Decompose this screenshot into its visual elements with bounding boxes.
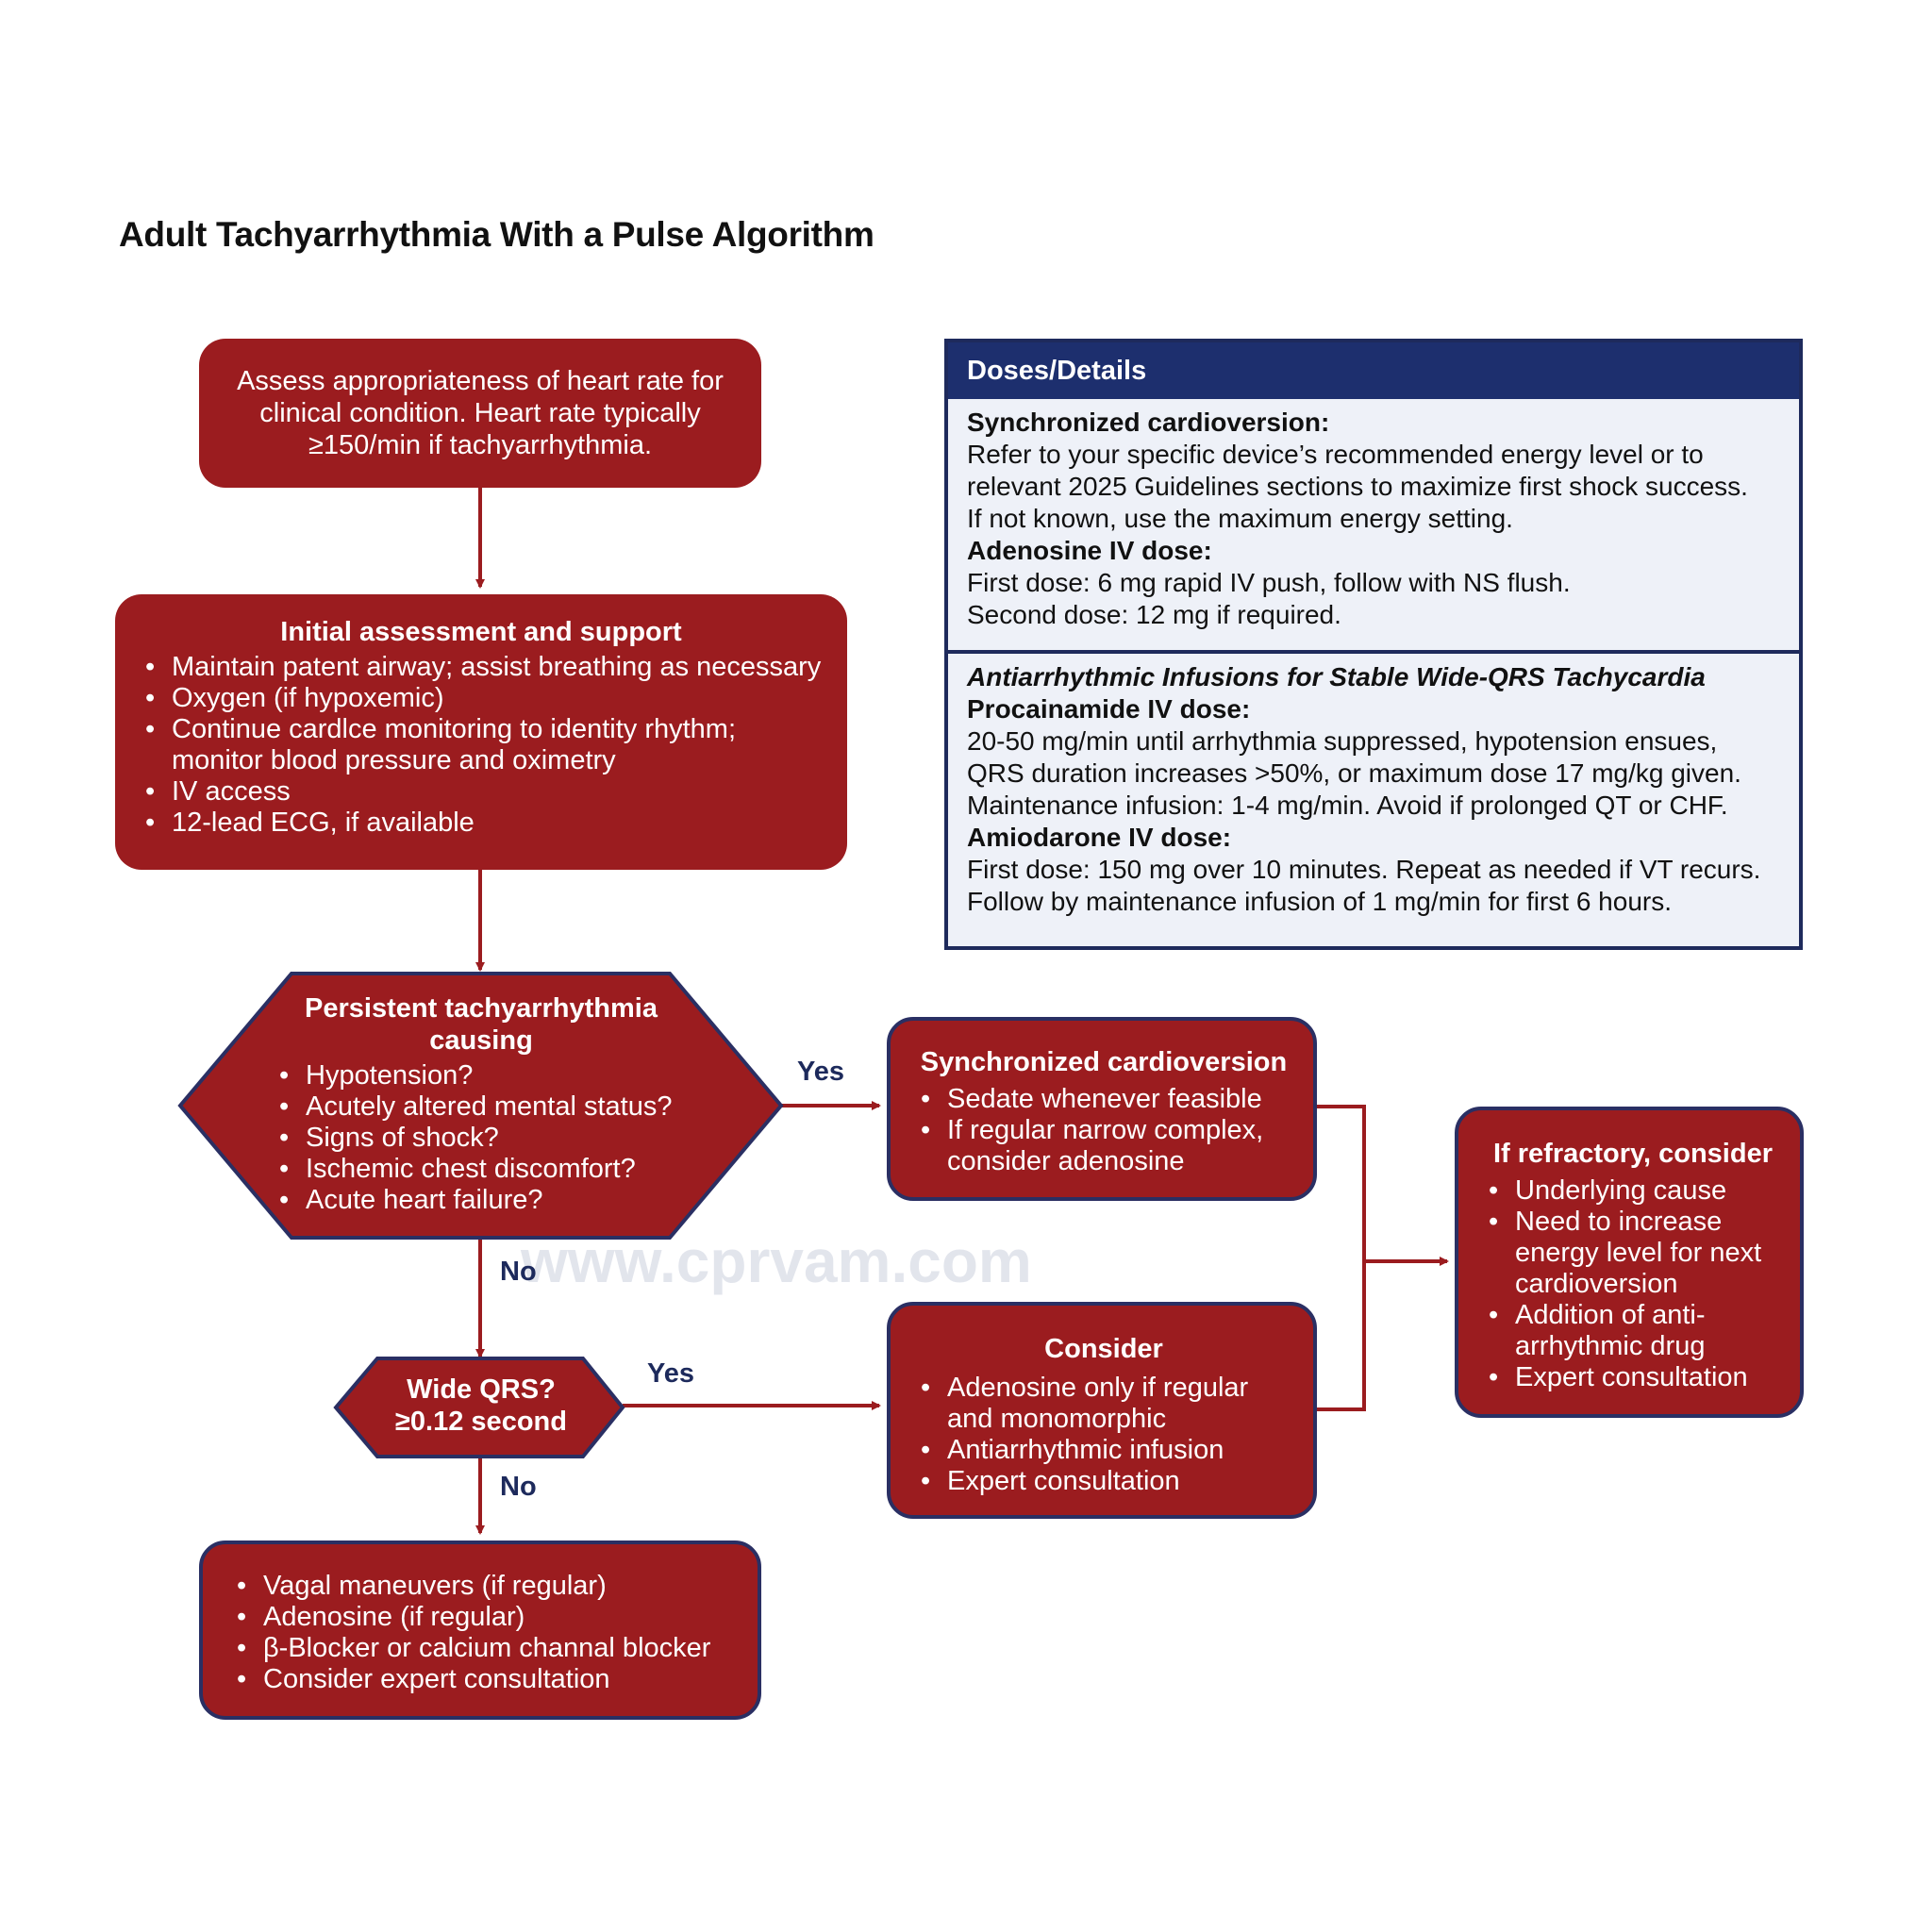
- list-item: Antiarrhythmic infusion: [915, 1435, 1292, 1466]
- doses-sync-line: Refer to your specific device’s recommen…: [967, 440, 1704, 469]
- doses-procainamide-line: Maintenance infusion: 1-4 mg/min. Avoid …: [967, 791, 1728, 820]
- assess-box: Assess appropriateness of heart rate for…: [199, 339, 761, 488]
- list-item: Hypotension?: [274, 1060, 689, 1091]
- doses-sync-title: Synchronized cardioversion:: [967, 408, 1330, 437]
- list-item: If regular narrow complex, consider aden…: [915, 1115, 1292, 1177]
- doses-section-sync-adenosine: Synchronized cardioversion: Refer to you…: [948, 399, 1799, 654]
- consider-heading: Consider: [1044, 1334, 1163, 1364]
- list-item: Adenosine only if regular and monomorphi…: [915, 1373, 1292, 1435]
- narrow-qrs-management-box: Vagal maneuvers (if regular) Adenosine (…: [199, 1541, 761, 1720]
- doses-procainamide-line: 20-50 mg/min until arrhythmia suppressed…: [967, 726, 1718, 756]
- initial-heading: Initial assessment and support: [280, 617, 682, 647]
- list-item: Expert consultation: [1483, 1362, 1783, 1393]
- doses-amiodarone-line: First dose: 150 mg over 10 minutes. Repe…: [967, 855, 1761, 884]
- decision1-yes-label: Yes: [797, 1057, 844, 1087]
- list-item: Underlying cause: [1483, 1175, 1783, 1207]
- consider-box: Consider Adenosine only if regular and m…: [887, 1302, 1317, 1519]
- doses-header: Doses/Details: [948, 342, 1799, 399]
- list-item: Sedate whenever feasible: [915, 1084, 1292, 1115]
- list-item: Acutely altered mental status?: [274, 1091, 689, 1123]
- doses-procainamide-title: Procainamide IV dose:: [967, 694, 1251, 724]
- doses-details-panel: Doses/Details Synchronized cardioversion…: [944, 339, 1803, 950]
- list-item: Addition of anti-arrhythmic drug: [1483, 1300, 1783, 1362]
- list-item: Vagal maneuvers (if regular): [231, 1571, 739, 1602]
- refractory-heading: If refractory, consider: [1492, 1139, 1773, 1169]
- doses-sync-line: relevant 2025 Guidelines sections to max…: [967, 472, 1748, 501]
- refractory-box: If refractory, consider Underlying cause…: [1455, 1107, 1804, 1418]
- doses-amiodarone-line: Follow by maintenance infusion of 1 mg/m…: [967, 887, 1673, 916]
- page-title: Adult Tachyarrhythmia With a Pulse Algor…: [119, 215, 874, 254]
- list-item: β-Blocker or calcium channal blocker: [231, 1633, 739, 1664]
- doses-section-antiarrhythmic: Antiarrhythmic Infusions for Stable Wide…: [948, 654, 1799, 918]
- list-item: 12-lead ECG, if available: [140, 808, 823, 839]
- wide-qrs-hexagon: [333, 1357, 625, 1458]
- connector-sync-to-refractory: [1317, 1105, 1366, 1411]
- sync-cardioversion-box: Synchronized cardioversion Sedate whenev…: [887, 1017, 1317, 1201]
- doses-antiarrhythmic-title: Antiarrhythmic Infusions for Stable Wide…: [967, 662, 1706, 691]
- list-item: Adenosine (if regular): [231, 1602, 739, 1633]
- doses-adenosine-title: Adenosine IV dose:: [967, 536, 1212, 565]
- decision2-line1: Wide QRS?: [407, 1374, 556, 1405]
- list-item: Maintain patent airway; assist breathing…: [140, 652, 823, 683]
- sync-heading: Synchronized cardioversion: [920, 1047, 1288, 1077]
- list-item: Expert consultation: [915, 1466, 1292, 1497]
- list-item: Signs of shock?: [274, 1123, 689, 1154]
- list-item: IV access: [140, 776, 823, 808]
- doses-adenosine-line: Second dose: 12 mg if required.: [967, 600, 1341, 629]
- doses-sync-line: If not known, use the maximum energy set…: [967, 504, 1513, 533]
- list-item: Consider expert consultation: [231, 1664, 739, 1695]
- decision1-heading: Persistent tachyarrhythmia causing: [305, 993, 658, 1056]
- decision2-no-label: No: [500, 1472, 537, 1502]
- list-item: Oxygen (if hypoxemic): [140, 683, 823, 714]
- decision2-yes-label: Yes: [647, 1358, 694, 1389]
- assess-text: Assess appropriateness of heart rate for…: [237, 366, 724, 460]
- list-item: Continue cardlce monitoring to identity …: [140, 714, 823, 776]
- decision1-no-label: No: [500, 1257, 537, 1287]
- doses-procainamide-line: QRS duration increases >50%, or maximum …: [967, 758, 1741, 788]
- initial-assessment-box: Initial assessment and support Maintain …: [115, 594, 847, 870]
- decision1-content: Persistent tachyarrhythmia causing Hypot…: [274, 992, 689, 1216]
- list-item: Ischemic chest discomfort?: [274, 1154, 689, 1185]
- list-item: Acute heart failure?: [274, 1185, 689, 1216]
- list-item: Need to increase energy level for next c…: [1483, 1207, 1783, 1300]
- doses-adenosine-line: First dose: 6 mg rapid IV push, follow w…: [967, 568, 1571, 597]
- decision2-content: Wide QRS? ≥0.12 second: [358, 1374, 604, 1438]
- doses-amiodarone-title: Amiodarone IV dose:: [967, 823, 1232, 852]
- decision2-line2: ≥0.12 second: [395, 1407, 567, 1437]
